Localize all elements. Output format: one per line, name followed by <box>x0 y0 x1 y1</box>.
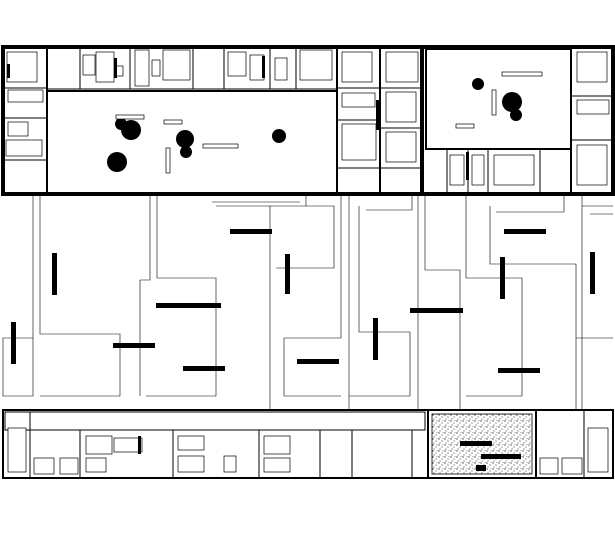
top-right-building-outline <box>420 45 615 196</box>
stairs <box>7 89 44 103</box>
bathroom-fixture <box>539 457 559 475</box>
table <box>85 457 107 473</box>
bed <box>576 51 608 83</box>
west-units-left <box>3 51 47 157</box>
bench <box>455 123 475 129</box>
partition-wall <box>498 368 540 373</box>
bench <box>476 465 486 471</box>
bed <box>385 51 419 83</box>
bench <box>202 143 239 149</box>
bed <box>341 123 377 161</box>
bed <box>341 51 373 83</box>
stairs <box>7 427 27 473</box>
bathroom-fixture <box>274 57 288 81</box>
stairs <box>134 49 150 87</box>
table <box>263 457 291 473</box>
stairs <box>341 92 376 108</box>
bed <box>162 49 191 81</box>
partition-wall <box>52 253 57 295</box>
gallery-zone <box>2 194 613 410</box>
tree <box>107 152 127 172</box>
partition-wall <box>11 322 16 364</box>
bench <box>501 71 543 77</box>
tree <box>180 146 192 158</box>
tree <box>472 78 484 90</box>
bottom-units-furniture <box>7 427 609 475</box>
partition-wall <box>183 366 225 371</box>
bench <box>491 89 497 116</box>
bathroom-fixture <box>82 54 96 76</box>
partition-wall <box>113 343 155 348</box>
bathroom-fixture <box>223 455 237 473</box>
top-right-furniture <box>449 51 610 186</box>
bottom-building-outline <box>2 409 614 479</box>
bed <box>299 49 333 81</box>
bed <box>85 435 113 455</box>
top-right-building <box>420 45 615 196</box>
courtyard-left-objects <box>107 114 286 174</box>
bed <box>177 455 205 473</box>
stairs <box>576 99 610 115</box>
bench <box>163 119 183 125</box>
table <box>5 139 43 157</box>
partition-wall <box>410 308 463 313</box>
bench <box>165 147 171 174</box>
tree <box>272 129 286 143</box>
corridor <box>4 411 426 431</box>
east-units-left <box>337 51 422 163</box>
bathroom-fixture <box>561 457 583 475</box>
partition-bars <box>11 229 595 373</box>
bathroom-fixture <box>471 154 485 186</box>
bench <box>115 114 145 120</box>
bench <box>460 441 492 446</box>
partition-wall <box>373 318 378 360</box>
partition-wall <box>285 254 290 294</box>
partition-wall <box>500 257 505 299</box>
tree <box>176 130 194 148</box>
courtyard-right-objects <box>455 71 543 129</box>
stairs <box>249 54 265 81</box>
bathroom-fixture <box>33 457 55 475</box>
bed <box>227 51 247 77</box>
partition-wall <box>230 229 272 234</box>
bathroom-fixture <box>59 457 79 475</box>
bed <box>385 131 417 163</box>
bed <box>6 51 38 83</box>
partition-wall <box>297 359 339 364</box>
tree <box>510 109 522 121</box>
stairs <box>113 437 143 453</box>
planting-court <box>431 413 533 475</box>
bench <box>481 454 521 459</box>
partition-wall <box>504 229 546 234</box>
bed <box>493 154 535 186</box>
bottom-building <box>2 409 614 479</box>
bed <box>576 144 608 186</box>
stairs <box>177 435 205 451</box>
bed <box>263 435 291 455</box>
stairs <box>449 154 465 186</box>
partition-wall <box>156 303 221 308</box>
stairs <box>587 427 609 473</box>
bed <box>95 51 115 83</box>
bathroom-fixture <box>151 59 161 77</box>
stairs <box>385 91 417 123</box>
north-units-furniture <box>82 49 333 87</box>
courtyard-right <box>425 48 572 150</box>
tree <box>115 118 127 130</box>
north-units-left <box>79 47 297 89</box>
partition-wall <box>590 252 595 294</box>
tree <box>502 92 522 112</box>
bed <box>7 121 29 137</box>
